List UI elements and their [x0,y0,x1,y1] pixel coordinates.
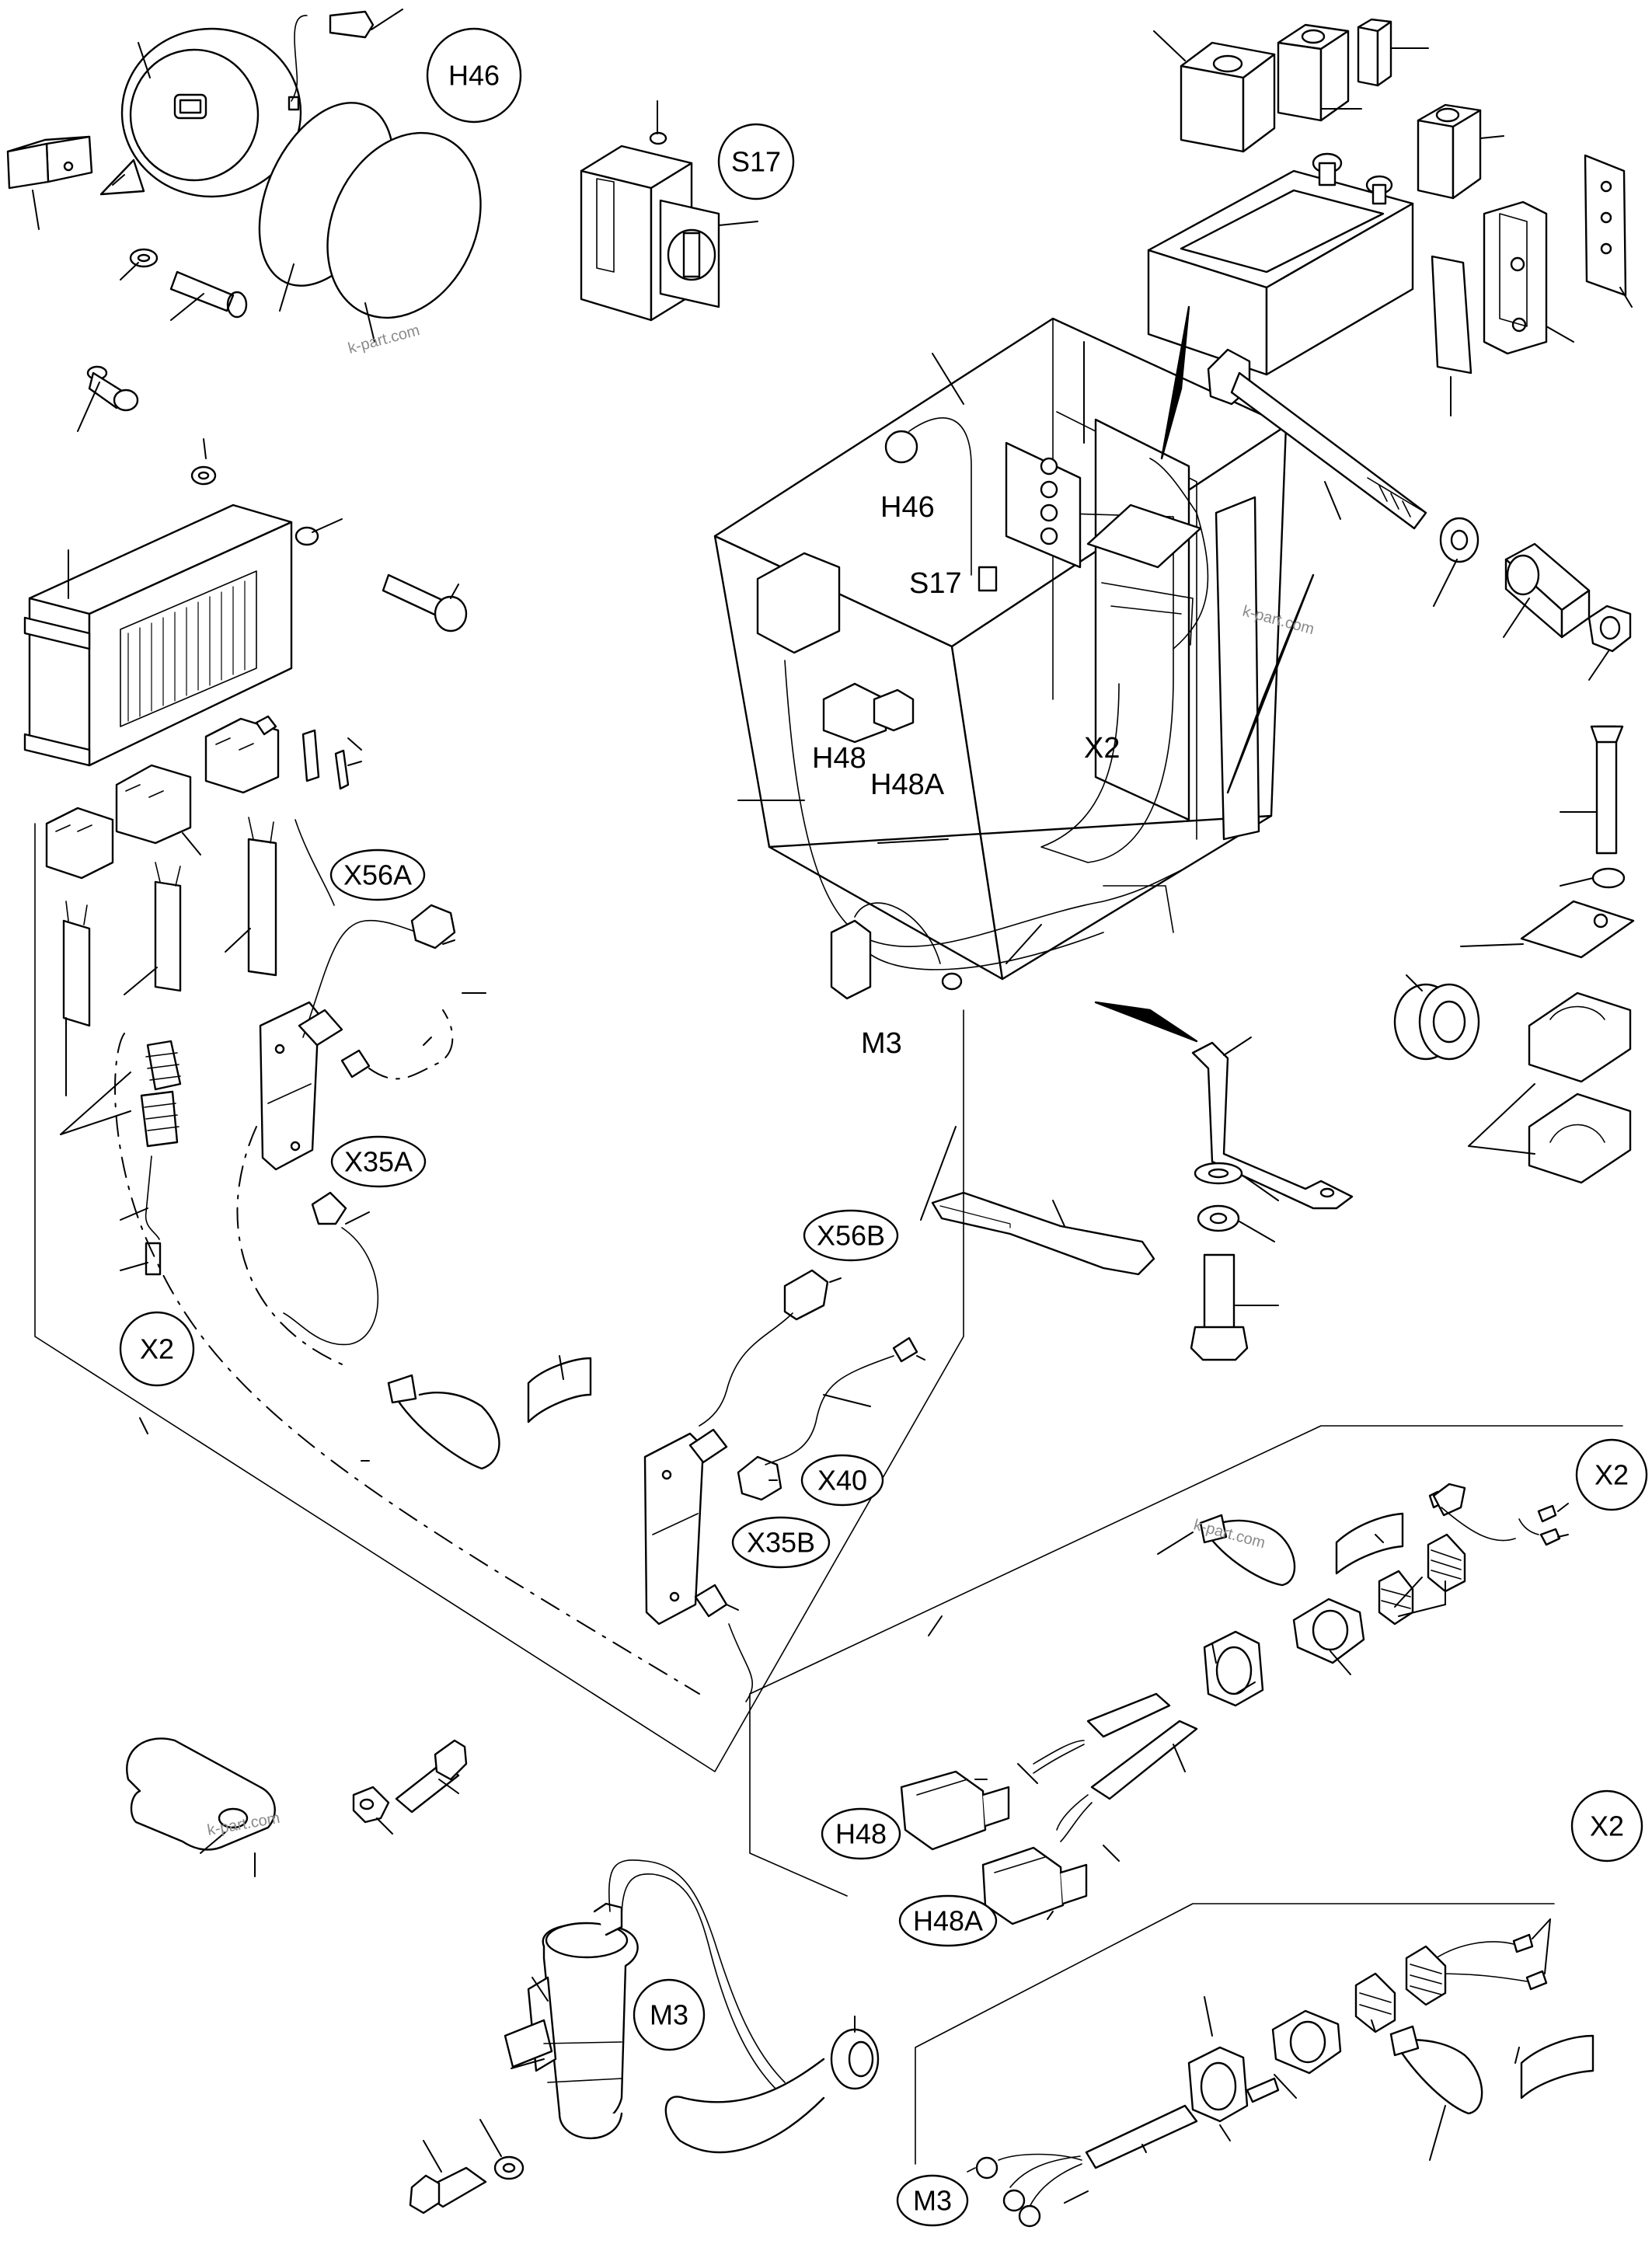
cable-tie-sleeve-left [387,1355,592,1470]
label-h48-enclosure: H48 [812,742,866,775]
callout-x2-left-circle [119,1311,195,1387]
battery-box-parts [1147,18,1633,416]
horn-assembly: H46 [6,9,522,343]
callout-h48-circle [821,1807,901,1860]
callout-x2-bottom: X2 [1590,1810,1624,1842]
p-clamp [126,1737,468,1877]
callout-m3-motor: M3 [650,1999,688,2031]
switch-s17: S17 [580,100,795,322]
callout-x35b-circle [731,1516,831,1569]
m3-breakout: X2 M3 [896,1789,1643,2228]
callout-x56b-circle [803,1209,899,1262]
callout-x40: X40 [817,1465,867,1497]
callout-x35a: X35A [344,1146,413,1178]
pad-strip [931,1191,1155,1276]
label-m3-enclosure: M3 [861,1027,902,1060]
callout-m3-motor-circle [633,1978,706,2051]
callout-x56a-circle [329,848,426,901]
m3-motor: M3 [409,1859,880,2214]
watermark-1: k-part.com [347,322,422,357]
callout-x2-mid: X2 [1594,1459,1629,1491]
main-enclosure: H46 S17 H48 H48A X2 M3 [713,305,1315,1221]
callout-s17-circle [717,123,795,200]
label-h46-enclosure: H46 [880,491,935,524]
clamp-assembly [1393,725,1635,1184]
label-s17-enclosure: S17 [909,567,962,600]
label-h48a-enclosure: H48A [870,768,945,801]
callout-h48a: H48A [913,1905,983,1937]
callout-x2-bottom-circle [1570,1789,1643,1863]
callout-x2-left: X2 [140,1333,174,1365]
connector-group-x35b: X56B X40 X35B [643,1209,925,1702]
callout-h46-circle [426,27,522,124]
callout-x40-circle [800,1454,884,1507]
callout-x56b: X56B [817,1220,885,1252]
label-x2-enclosure: X2 [1084,732,1120,765]
callout-h46: H46 [448,60,500,92]
callout-h48a-circle [898,1894,998,1947]
callout-x35a-circle [330,1135,427,1188]
callout-x35b: X35B [747,1527,815,1559]
callout-s17: S17 [731,146,781,178]
h48-breakout: X2 H48 H48A [749,1425,1648,1947]
callout-m3-breakout: M3 [913,2185,952,2217]
bolt-spacer [1207,348,1632,681]
callout-x56a: X56A [343,859,412,891]
bracket-bolt [1190,1037,1354,1361]
callout-m3-breakout-circle [896,2174,969,2227]
callout-x2-mid-circle [1575,1438,1648,1511]
callout-h48: H48 [835,1818,887,1850]
control-unit-group: X56A X35A X2 [23,365,964,1772]
